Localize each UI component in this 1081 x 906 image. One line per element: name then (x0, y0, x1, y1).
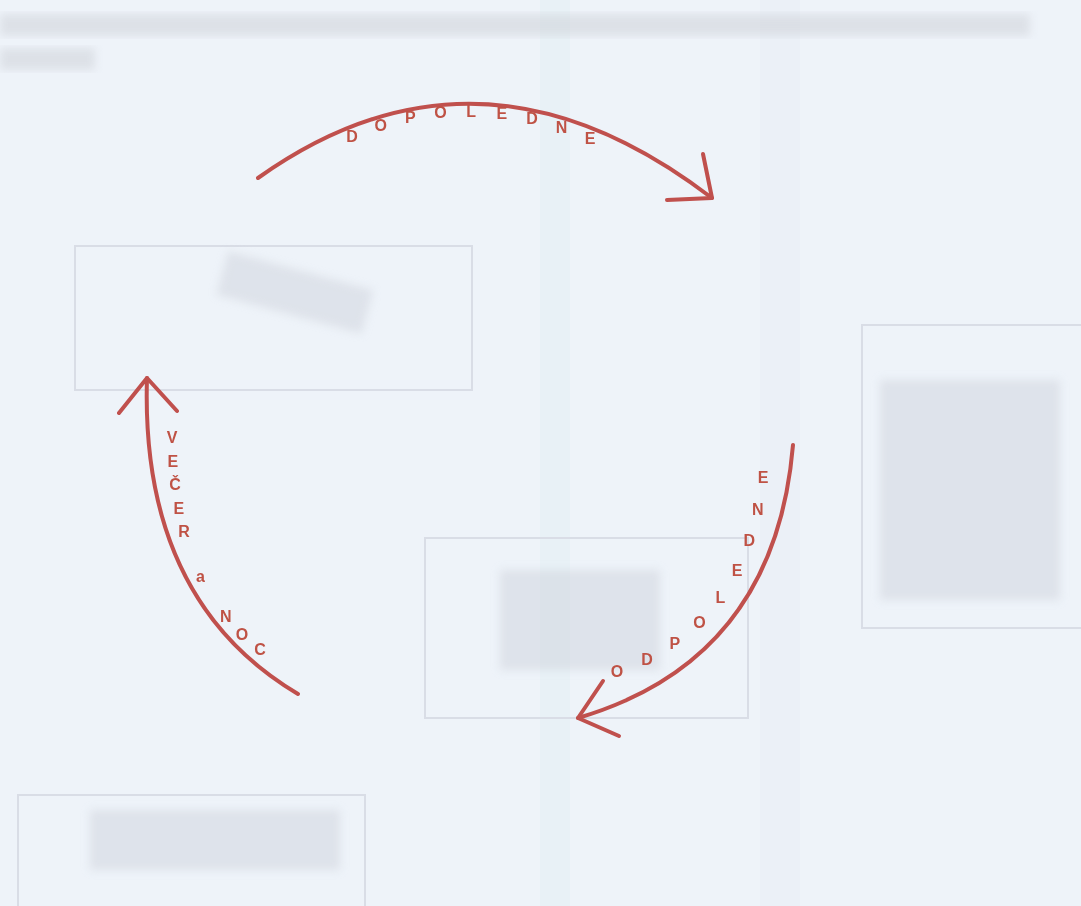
arrow-head (119, 378, 177, 413)
cycle-arrow (147, 378, 298, 694)
time-of-day-label: ODPOLEDNE (605, 466, 775, 684)
faded-picture-frames (18, 246, 1081, 906)
faded-pictures (90, 251, 1060, 870)
time-of-day-label: DOPOLEDNE (340, 100, 602, 151)
faded-band (540, 0, 570, 906)
faded-text (0, 14, 1030, 36)
cycle-arrow (258, 104, 712, 198)
time-of-day-label: VEČER a NOC (160, 426, 272, 662)
faded-text (0, 48, 95, 70)
arrow-head (578, 681, 619, 736)
arrow-head (667, 154, 712, 200)
cycle-arrow (578, 445, 793, 718)
